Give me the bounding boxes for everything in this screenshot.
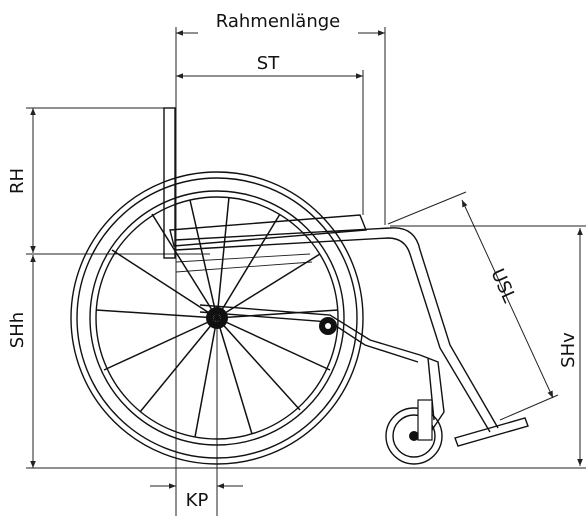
- label-seat-height-front: SHv: [558, 332, 579, 368]
- rear-wheel-spokes: [95, 196, 339, 438]
- dimension-labels: Rahmenlänge ST RH SHh USL SHv KP: [7, 8, 579, 511]
- label-frame-length: Rahmenlänge: [216, 11, 341, 32]
- dimension-lines: [26, 27, 586, 516]
- label-seat-height-rear: SHh: [7, 312, 28, 348]
- label-lower-leg-length: USL: [486, 266, 519, 306]
- front-frame-tube: [174, 227, 499, 429]
- label-axle-position: KP: [186, 490, 209, 511]
- label-backrest-height: RH: [7, 168, 28, 194]
- wheelchair-drawing: [70, 107, 529, 465]
- rear-wheel: [70, 171, 364, 465]
- caster-wheel: [385, 399, 443, 465]
- backrest-post: [163, 107, 176, 259]
- label-seat-depth: ST: [257, 53, 280, 74]
- footrest: [454, 417, 529, 447]
